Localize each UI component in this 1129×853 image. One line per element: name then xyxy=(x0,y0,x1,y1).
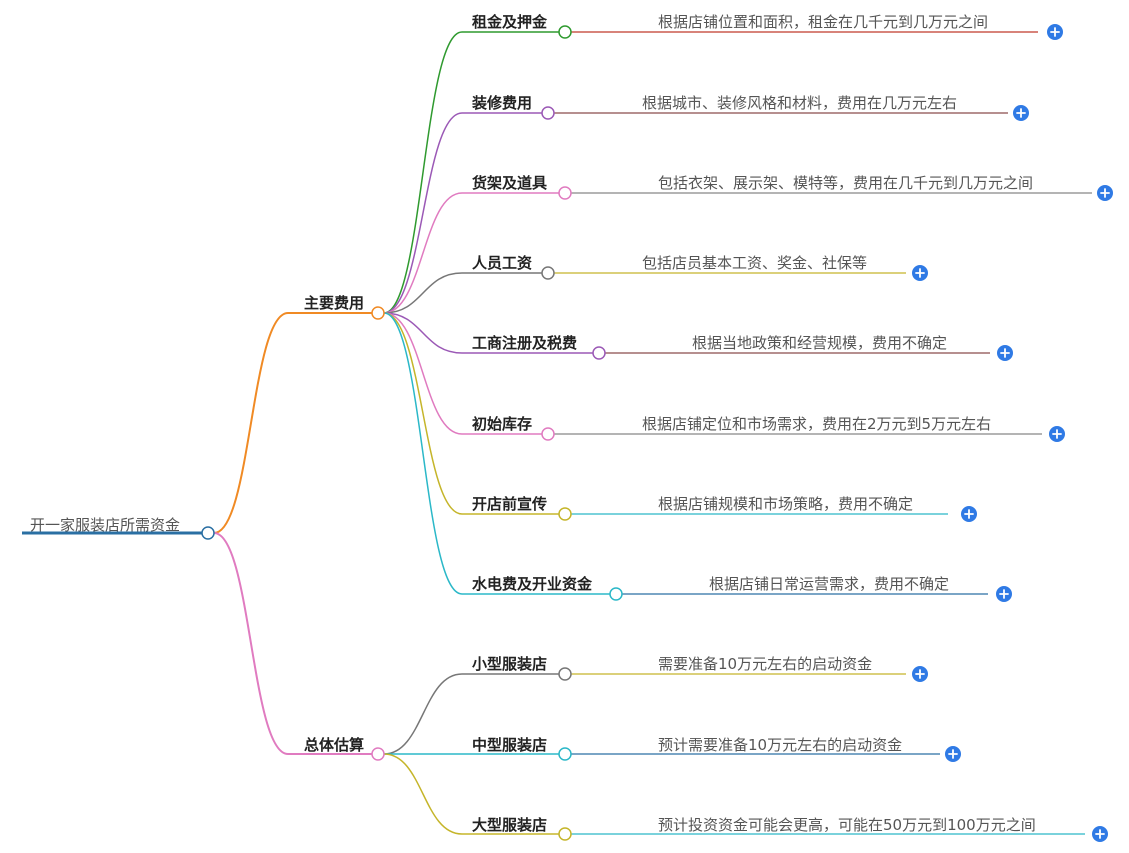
leaf-label[interactable]: 货架及道具 xyxy=(472,174,547,192)
expand-plus-icon[interactable] xyxy=(912,265,928,281)
expand-plus-icon[interactable] xyxy=(945,746,961,762)
leaf-connector xyxy=(383,312,463,435)
branch-main-costs[interactable]: 主要费用 xyxy=(304,294,364,312)
leaf-connector xyxy=(383,312,463,515)
leaf-label[interactable]: 大型服装店 xyxy=(472,816,547,834)
detail-text: 包括店员基本工资、奖金、社保等 xyxy=(642,254,867,272)
leaf-label[interactable]: 中型服装店 xyxy=(472,736,547,754)
detail-text: 根据店铺定位和市场需求，费用在2万元到5万元左右 xyxy=(642,415,991,433)
leaf-label[interactable]: 工商注册及税费 xyxy=(472,334,577,352)
detail-text: 预计需要准备10万元左右的启动资金 xyxy=(658,736,902,754)
leaf-connector-dot[interactable] xyxy=(541,106,555,120)
root-connector-dot[interactable] xyxy=(201,526,215,540)
leaf-connector xyxy=(383,192,463,314)
leaf-connector xyxy=(383,31,463,314)
leaf-connector xyxy=(383,753,463,835)
expand-plus-icon[interactable] xyxy=(961,506,977,522)
leaf-connector-dot[interactable] xyxy=(558,186,572,200)
connector-lines xyxy=(213,31,1092,835)
expand-plus-icon[interactable] xyxy=(997,345,1013,361)
leaf-connector xyxy=(383,112,463,314)
leaf-label[interactable]: 人员工资 xyxy=(472,254,532,272)
leaf-connector-dot[interactable] xyxy=(592,346,606,360)
branch-overall-estimate[interactable]: 总体估算 xyxy=(304,736,364,754)
leaf-connector-dot[interactable] xyxy=(558,507,572,521)
leaf-label[interactable]: 装修费用 xyxy=(471,94,532,112)
expand-plus-icon[interactable] xyxy=(996,586,1012,602)
expand-plus-icon[interactable] xyxy=(1047,24,1063,40)
leaf-connector-dot[interactable] xyxy=(609,587,623,601)
detail-text: 根据店铺规模和市场策略，费用不确定 xyxy=(658,495,913,513)
branch-connector-dot[interactable] xyxy=(371,747,385,761)
branch-connector xyxy=(213,532,289,755)
branch-label: 主要费用 xyxy=(304,294,364,312)
leaf-connector-dot[interactable] xyxy=(558,25,572,39)
root-node[interactable]: 开一家服装店所需资金 xyxy=(22,516,215,540)
expand-plus-icon[interactable] xyxy=(1097,185,1113,201)
leaf-connector xyxy=(383,312,463,354)
expand-plus-icon[interactable] xyxy=(912,666,928,682)
expand-buttons xyxy=(912,24,1113,842)
expand-plus-icon[interactable] xyxy=(1013,105,1029,121)
leaf-label[interactable]: 初始库存 xyxy=(472,415,532,433)
branch-label: 总体估算 xyxy=(304,736,364,754)
leaf-label[interactable]: 水电费及开业资金 xyxy=(472,575,593,593)
leaf-connector xyxy=(383,272,463,314)
detail-text: 根据店铺位置和面积，租金在几千元到几万元之间 xyxy=(658,13,988,31)
branch-connector-dot[interactable] xyxy=(371,306,385,320)
leaf-connector xyxy=(383,312,463,595)
leaf-connector-dot[interactable] xyxy=(558,827,572,841)
detail-text: 根据当地政策和经营规模，费用不确定 xyxy=(692,334,947,352)
expand-plus-icon[interactable] xyxy=(1049,426,1065,442)
leaf-label[interactable]: 租金及押金 xyxy=(472,13,548,31)
detail-text: 根据城市、装修风格和材料，费用在几万元左右 xyxy=(642,94,957,112)
leaf-connector-dot[interactable] xyxy=(541,427,555,441)
leaf-connector xyxy=(383,673,463,755)
connector-dots xyxy=(371,25,623,841)
detail-text: 预计投资资金可能会更高，可能在50万元到100万元之间 xyxy=(658,816,1036,834)
leaf-connector-dot[interactable] xyxy=(558,747,572,761)
detail-text: 根据店铺日常运营需求，费用不确定 xyxy=(709,575,949,593)
leaf-connector-dot[interactable] xyxy=(541,266,555,280)
root-label: 开一家服装店所需资金 xyxy=(30,516,180,534)
leaf-label[interactable]: 开店前宣传 xyxy=(472,495,547,513)
leaf-label[interactable]: 小型服装店 xyxy=(472,655,547,673)
branch-connector xyxy=(213,312,289,534)
detail-text: 需要准备10万元左右的启动资金 xyxy=(658,655,872,673)
expand-plus-icon[interactable] xyxy=(1092,826,1108,842)
detail-text: 包括衣架、展示架、模特等，费用在几千元到几万元之间 xyxy=(658,174,1033,192)
leaf-connector-dot[interactable] xyxy=(558,667,572,681)
